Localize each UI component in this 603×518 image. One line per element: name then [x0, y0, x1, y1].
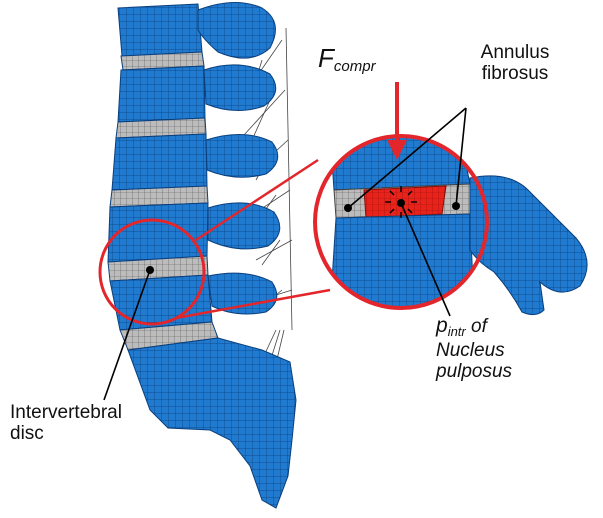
pressure-of: of: [466, 316, 487, 337]
disc-line2: disc: [10, 423, 122, 444]
force-symbol: F: [318, 43, 334, 73]
pressure-subscript: intr: [448, 324, 466, 339]
intervertebral-disc-label: Intervertebral disc: [10, 402, 122, 445]
force-subscript: compr: [334, 58, 376, 75]
annulus-line1: Annulus: [460, 42, 570, 63]
zoomed-posterior-process: [470, 176, 587, 315]
compression-force-label: Fcompr: [318, 44, 376, 76]
vertebra-l1: [118, 4, 202, 56]
zoom-detail: [300, 120, 587, 330]
nucleus-line2: pulposus: [436, 361, 512, 382]
vertebra-l4: [108, 203, 208, 262]
vertebra-l2: [118, 66, 205, 122]
pressure-symbol: p: [436, 314, 448, 337]
vertebra-l3: [112, 134, 207, 190]
intradiscal-pressure-label: pintr of Nucleus pulposus: [436, 314, 512, 382]
nucleus-line1: Nucleus: [436, 340, 512, 361]
disc-line1: Intervertebral: [10, 402, 122, 423]
annulus-fibrosus-label: Annulus fibrosus: [460, 42, 570, 85]
sacrum: [128, 338, 296, 508]
annulus-line2: fibrosus: [460, 63, 570, 84]
posterior-processes: [198, 2, 280, 314]
